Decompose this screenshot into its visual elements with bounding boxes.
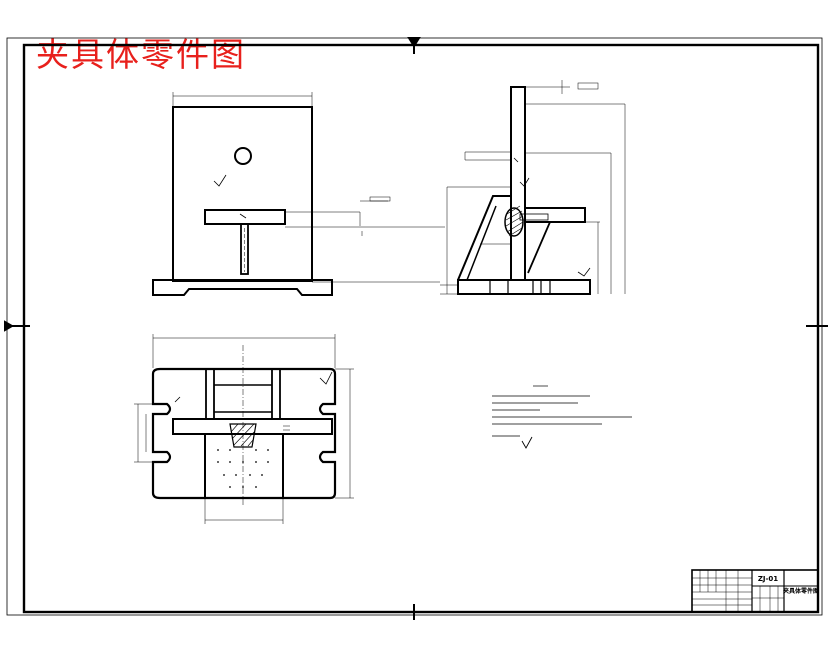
inner-frame <box>22 43 820 614</box>
side-view-hatch <box>505 205 549 237</box>
outer-border <box>6 37 823 616</box>
title-block-drawing-number: ZJ-01 <box>758 575 778 583</box>
side-view <box>440 80 626 295</box>
top-view-dots <box>217 449 269 488</box>
title-block-name: 夹具体零件图 <box>783 587 819 595</box>
title-block <box>691 569 819 613</box>
front-view <box>152 92 445 296</box>
technical-requirements <box>492 385 632 449</box>
centering-marks <box>4 37 828 620</box>
top-view <box>134 334 354 524</box>
top-view-hatch <box>230 423 255 447</box>
front-view-hole <box>234 147 252 165</box>
drawing-title: 夹具体零件图 <box>36 35 246 74</box>
